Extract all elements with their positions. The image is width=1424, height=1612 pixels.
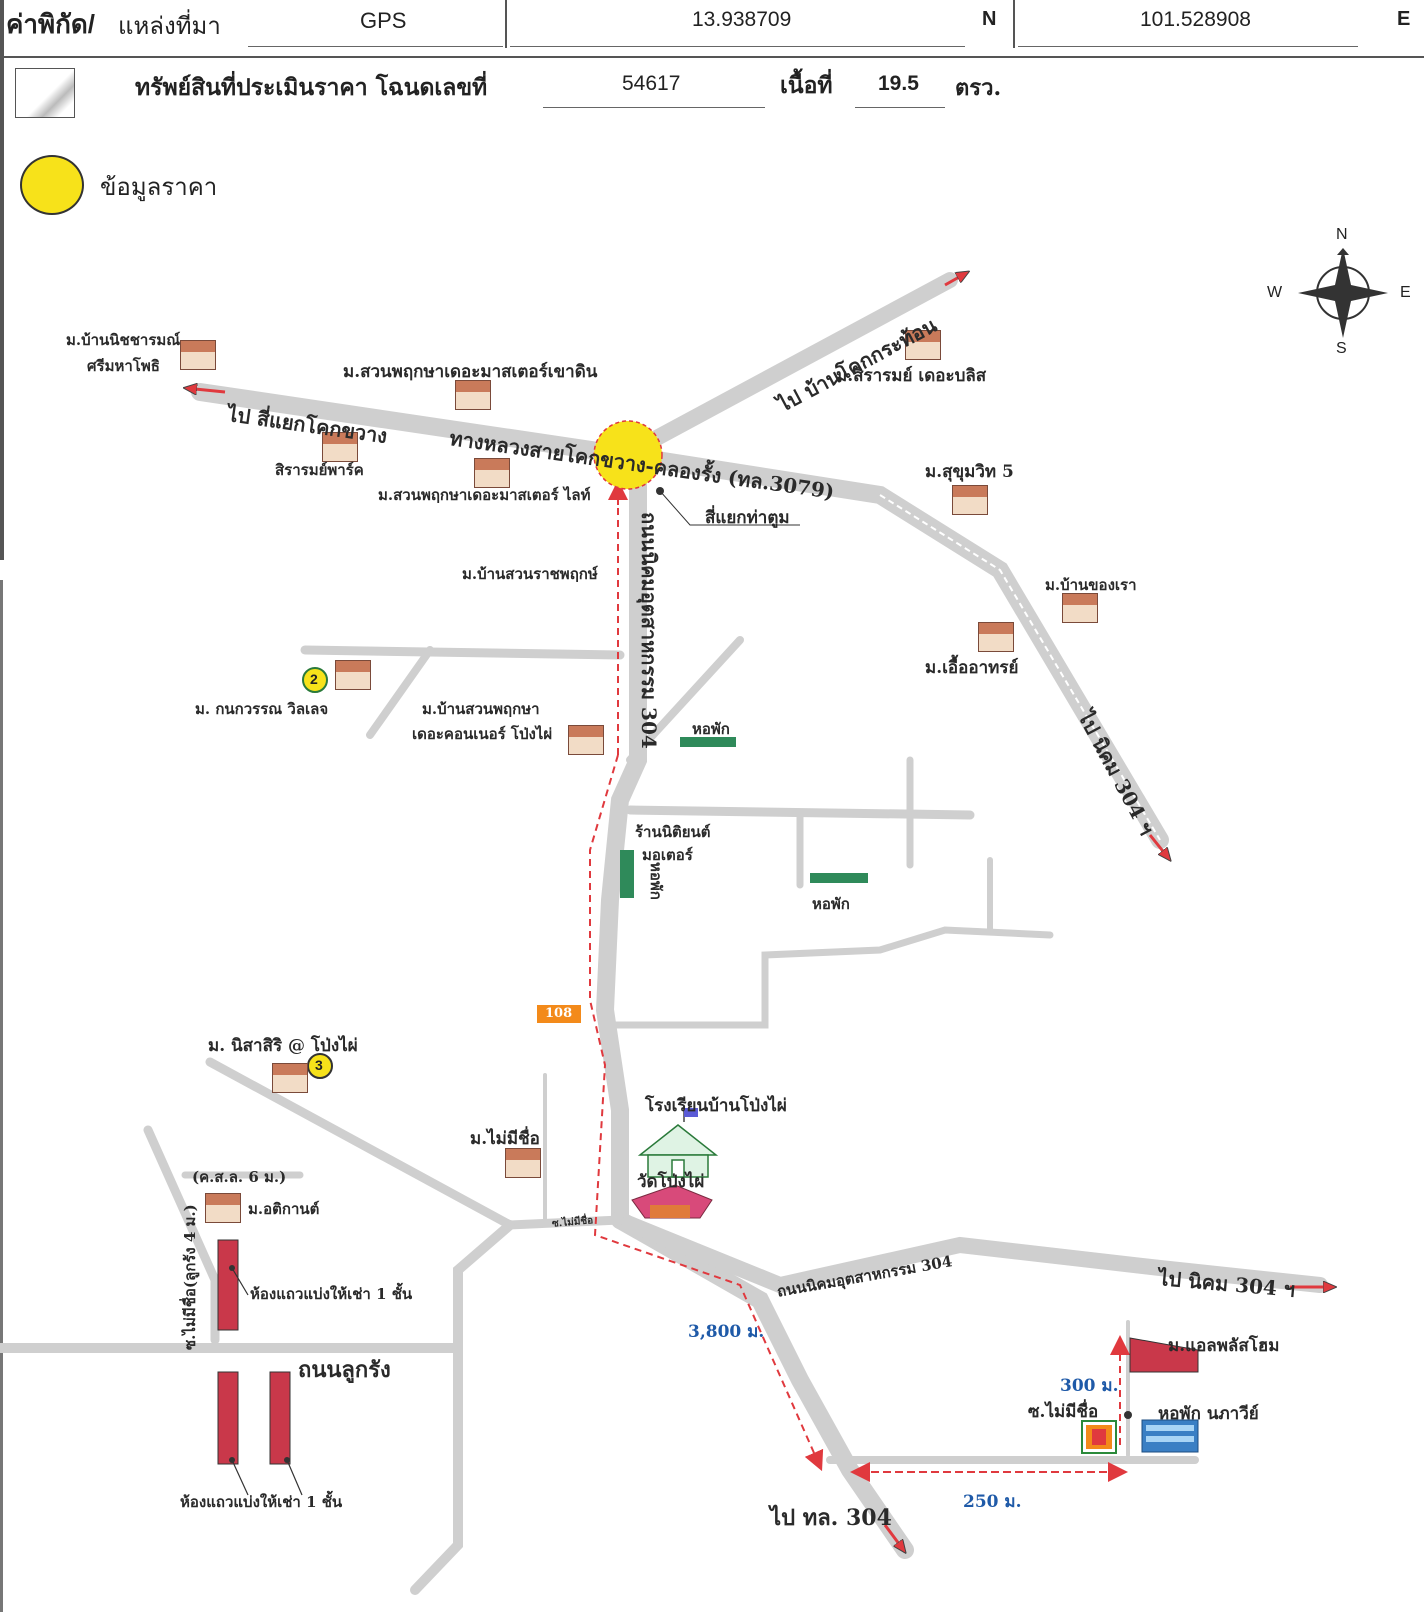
label-nisasiri: ม. นิสาสิริ @ โป่งไผ่ <box>208 1036 358 1056</box>
house-icon <box>322 432 358 462</box>
price-point-2-icon <box>302 667 328 693</box>
latitude-unit: N <box>982 8 997 30</box>
school-icon <box>637 1108 719 1178</box>
compass-s: S <box>1336 340 1347 357</box>
convenience-store-icon <box>1081 1420 1117 1454</box>
label-suanpruksa-khaodin: ม.สวนพฤกษาเดอะมาสเตอร์เขาดิน <box>343 362 598 382</box>
source-label: แหล่งที่มา <box>118 13 221 40</box>
label-dorm-naphawee: หอพัก นภาวีย์ <box>1158 1404 1259 1424</box>
label-atikan: ม.อติกานต์ <box>248 1200 320 1218</box>
label-srimahaphot: ศรีมหาโพธิ <box>87 357 160 375</box>
area-value: 19.5 <box>878 72 919 95</box>
route-path <box>589 500 1130 1482</box>
house-icon <box>568 725 604 755</box>
property-legend-box <box>15 68 75 118</box>
label-dorm-1: หอพัก <box>692 720 730 738</box>
label-nitcharom: ม.บ้านนิชชารมณ์ <box>66 331 181 349</box>
house-icon <box>505 1148 541 1178</box>
label-thatum: สี่แยกท่าตูม <box>705 508 790 528</box>
label-suanratchapruk: ม.บ้านสวนราชพฤกษ์ <box>462 565 598 583</box>
label-dist-3800: 3,800 ม. <box>688 1322 765 1342</box>
label-shop-108: 108 <box>545 1006 573 1021</box>
label-sirarom-park: สิรารมย์พาร์ค <box>275 461 364 479</box>
house-icon <box>905 330 941 360</box>
label-school: โรงเรียนบ้านโป่งไผ่ <box>645 1096 787 1116</box>
label-dorm-3: หอพัก <box>812 895 850 913</box>
longitude-value: 101.528908 <box>1140 8 1251 31</box>
coord-label: ค่าพิกัด/ <box>6 9 95 39</box>
compass-w: W <box>1267 284 1283 301</box>
label-motor-1: ร้านนิติยนต์ <box>635 823 711 841</box>
direction-arrows <box>185 272 1335 1552</box>
label-uea-athorn: ม.เอื้ออาทรย์ <box>925 658 1019 678</box>
price-point-2-label: 2 <box>310 671 318 687</box>
shop-108-icon <box>537 1005 581 1023</box>
label-no-name-village: ม.ไม่มีชื่อ <box>470 1129 540 1149</box>
latitude-value: 13.938709 <box>692 8 792 31</box>
dorm-naphawee-icon <box>1141 1419 1199 1453</box>
label-suanpruksa-lite: ม.สวนพฤกษาเดอะมาสเตอร์ ไลท์ <box>378 486 591 504</box>
label-rowhouse-1: ห้องแถวแบ่งให้เช่า 1 ชั้น <box>250 1285 413 1303</box>
compass-icon <box>1298 248 1388 338</box>
compass-e: E <box>1400 284 1411 301</box>
house-icon <box>272 1063 308 1093</box>
deed-number: 54617 <box>622 72 681 95</box>
label-to-tl304: ไป ทล. 304 <box>770 1505 892 1531</box>
label-dist-300: 300 ม. <box>1060 1376 1119 1396</box>
temple-icon <box>631 1184 713 1219</box>
rental-plots <box>217 1239 1199 1465</box>
label-motor-2: มอเตอร์ <box>642 846 693 864</box>
price-info-marker <box>20 155 84 215</box>
house-icon <box>952 485 988 515</box>
price-point-3-label: 3 <box>315 1057 323 1073</box>
house-icon <box>335 660 371 690</box>
longitude-unit: E <box>1397 8 1411 30</box>
label-dorm-2: หอพัก <box>647 862 665 900</box>
label-ksl: (ค.ส.ล. 6 ม.) <box>192 1168 287 1186</box>
house-icon <box>205 1193 241 1223</box>
house-icon <box>455 380 491 410</box>
house-icon <box>1062 593 1098 623</box>
house-icon <box>180 340 216 370</box>
label-temple: วัดโป่งไผ่ <box>637 1172 705 1192</box>
label-plus-home: ม.แอลพลัสโฮม <box>1168 1336 1280 1356</box>
property-label: ทรัพย์สินที่ประเมินราคา โฉนดเลขที่ <box>135 74 488 101</box>
label-khongrao: ม.บ้านของเรา <box>1045 576 1137 594</box>
compass-n: N <box>1336 226 1348 243</box>
area-label: เนื้อที่ <box>780 72 833 99</box>
house-icon <box>978 622 1014 652</box>
label-rowhouse-2: ห้องแถวแบ่งให้เช่า 1 ชั้น <box>180 1493 343 1511</box>
label-suanpruksa-condo-2: เดอะคอนเนอร์ โป่งไผ่ <box>412 725 553 743</box>
label-sukhumvit5: ม.สุขุมวิท 5 <box>925 462 1014 482</box>
label-soi-no-name: ซ.ไม่มีชื่อ <box>1028 1402 1099 1422</box>
price-point-3-icon <box>307 1053 333 1079</box>
subject-location-marker <box>593 420 663 490</box>
area-unit: ตรว. <box>955 75 1002 101</box>
label-dist-250: 250 ม. <box>963 1492 1022 1512</box>
dorm-icons <box>620 737 868 898</box>
label-kanokwan: ม. กนกวรรณ วิลเลจ <box>195 700 329 718</box>
label-suanpruksa-condo-1: ม.บ้านสวนพฤกษา <box>422 700 540 718</box>
label-soi-lukrang: ซ.ไม่มีชื่อ(ลูกรัง 4 ม.) <box>181 1204 199 1350</box>
house-icon <box>474 458 510 488</box>
source-value: GPS <box>360 8 407 33</box>
label-road-304: ถนนนิคมอุตสาหกรรม 304 <box>637 512 661 749</box>
label-lukrang-road: ถนนลูกรัง <box>298 1357 391 1383</box>
price-info-label: ข้อมูลราคา <box>100 174 218 201</box>
label-sirarom-bliss: ม.สิรารมย์ เดอะบลิส <box>836 366 987 386</box>
